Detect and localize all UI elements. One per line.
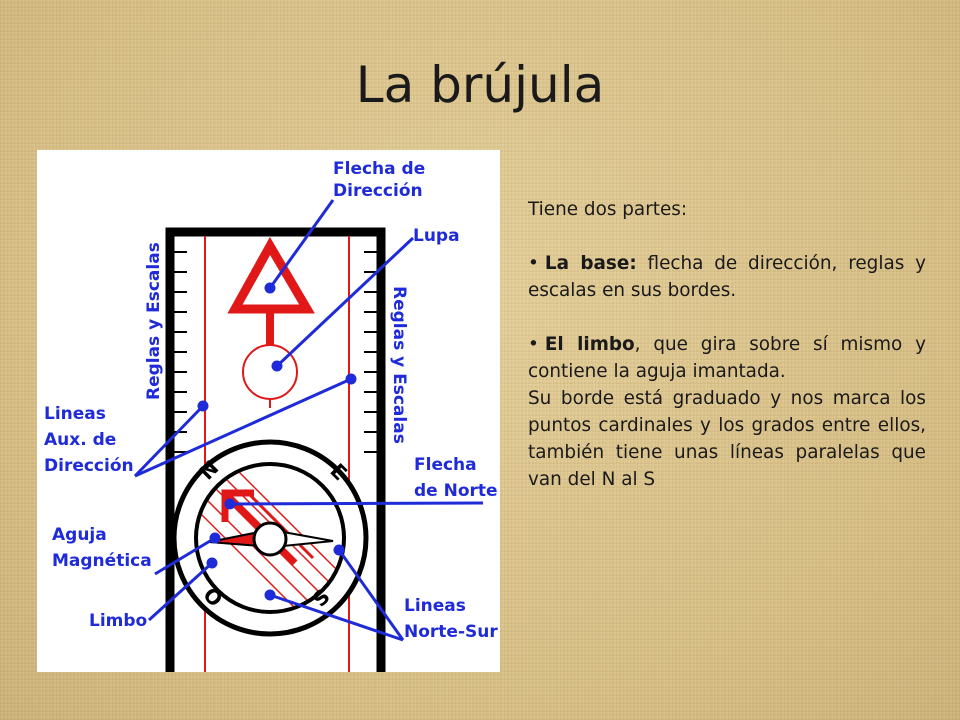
bullet-base-text: flecha de dirección, reglas y escalas en… — [528, 253, 926, 301]
bullet-icon: • — [528, 334, 539, 355]
label-aguja-2: Magnética — [52, 551, 152, 571]
direction-arrow — [227, 236, 315, 314]
compass-svg: N E S O Flecha de Dirección Lupa Reglas … — [44, 159, 498, 672]
label-aguja-1: Aguja — [52, 525, 107, 545]
label-lineas-aux-1: Lineas — [44, 404, 106, 424]
label-lineas-ns-2: Norte-Sur — [404, 622, 498, 642]
label-lineas-aux-3: Dirección — [44, 456, 134, 476]
bullet-limbo: •El limbo, que gira sobre sí mismo y con… — [528, 331, 926, 385]
bullet-icon: • — [528, 253, 539, 274]
intro-text: Tiene dos partes: — [528, 199, 688, 220]
label-limbo: Limbo — [89, 611, 147, 631]
bullet-limbo-text: , que gira sobre sí mismo y contiene la … — [528, 334, 926, 382]
ruler-ticks-right — [364, 251, 377, 453]
label-flecha-direccion-1: Flecha de — [333, 159, 425, 179]
label-reglas-derecha: Reglas y Escalas — [389, 286, 409, 444]
label-lineas-ns-1: Lineas — [404, 596, 466, 616]
label-flecha-norte-2: de Norte — [414, 481, 498, 501]
description-text: Tiene dos partes: •La base: flecha de di… — [528, 196, 926, 493]
leader-lines — [133, 199, 484, 642]
label-lineas-aux-2: Aux. de — [44, 430, 116, 450]
needle-pivot — [252, 521, 288, 557]
bullet-base: •La base: flecha de dirección, reglas y … — [528, 250, 926, 304]
bullet-base-term: La base: — [544, 253, 637, 274]
compass-diagram: N E S O Flecha de Dirección Lupa Reglas … — [37, 150, 500, 672]
label-lupa: Lupa — [413, 226, 460, 246]
direction-arrow-shaft — [266, 312, 274, 352]
label-flecha-norte-1: Flecha — [414, 455, 477, 475]
label-reglas-izquierda: Reglas y Escalas — [144, 242, 164, 400]
north-arrow-head — [221, 489, 254, 522]
slide-title: La brújula — [355, 56, 605, 114]
bullet-limbo-term: El limbo — [544, 334, 635, 355]
dial-description: Su borde está graduado y nos marca los p… — [528, 388, 926, 490]
ruler-ticks-left — [174, 251, 187, 453]
label-flecha-direccion-2: Dirección — [333, 181, 423, 201]
